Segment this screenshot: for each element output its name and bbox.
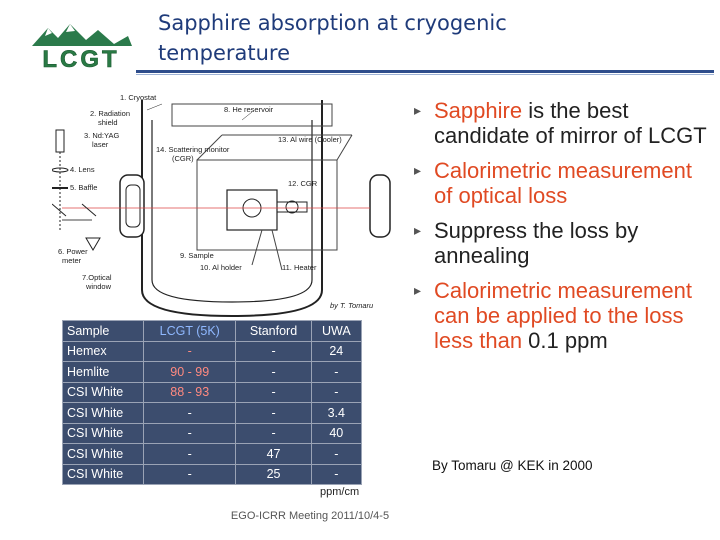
- cell-uwa: -: [310, 443, 363, 465]
- cell-lcgt: -: [142, 402, 237, 424]
- cell-sample: CSI White: [62, 381, 144, 403]
- bullet-item: ▸ Calorimetric measurement can be applie…: [412, 278, 708, 353]
- table-row: CSI White - - 3.4: [62, 402, 363, 424]
- cell-stanford: -: [235, 402, 312, 424]
- table-header-row: Sample LCGT (5K) Stanford UWA: [62, 320, 363, 342]
- label-laser-2: laser: [92, 140, 109, 149]
- lcgt-logo: LCGT: [30, 24, 132, 72]
- cell-stanford: -: [235, 361, 312, 383]
- credit-text: By Tomaru @ KEK in 2000: [432, 458, 593, 473]
- label-power-meter-2: meter: [62, 256, 82, 265]
- bullet-marker: ▸: [414, 222, 422, 238]
- cell-sample: Hemlite: [62, 361, 144, 383]
- cell-sample: Hemex: [62, 340, 144, 362]
- absorption-table-grid: Sample LCGT (5K) Stanford UWA Hemex - - …: [62, 320, 363, 485]
- label-laser: 3. Nd:YAG: [84, 131, 119, 140]
- col-header-lcgt: LCGT (5K): [142, 320, 237, 342]
- bullet-1-text: is the best candidate of mirror of LCGT: [434, 98, 707, 148]
- table-row: CSI White 88 - 93 - -: [62, 381, 363, 403]
- label-baffle: 5. Baffle: [70, 183, 97, 192]
- footer: EGO-ICRR Meeting 2011/10/4-5: [0, 510, 720, 522]
- cell-lcgt: -: [142, 463, 237, 485]
- table-row: CSI White - 47 -: [62, 443, 363, 465]
- cell-sample: CSI White: [62, 422, 144, 444]
- bullet-4-text: 0.1 ppm: [522, 328, 608, 353]
- table-row: CSI White - - 40: [62, 422, 363, 444]
- cell-lcgt: -: [142, 422, 237, 444]
- cryostat-diagram: 1. Cryostat 2. Radiation shield 3. Nd:YA…: [52, 93, 391, 318]
- cell-stanford: 47: [235, 443, 312, 465]
- label-lens: 4. Lens: [70, 165, 95, 174]
- label-cryostat: 1. Cryostat: [120, 93, 157, 102]
- bullet-marker: ▸: [414, 102, 422, 118]
- label-optical-window: 7.Optical: [82, 273, 112, 282]
- cell-sample: CSI White: [62, 402, 144, 424]
- cell-sample: CSI White: [62, 443, 144, 465]
- label-al-wire: 13. Al wire (Cooler): [278, 135, 342, 144]
- cell-uwa: -: [310, 381, 363, 403]
- cell-stanford: 25: [235, 463, 312, 485]
- bullet-2-text: Calorimetric measurement of optical loss: [434, 158, 692, 208]
- bullet-item: ▸ Sapphire is the best candidate of mirr…: [412, 98, 708, 148]
- label-scattering-monitor: 14. Scattering monitor: [156, 145, 230, 154]
- bullet-4-highlight: Calorimetric measurement can be applied …: [434, 278, 692, 353]
- bullet-item: ▸ Calorimetric measurement of optical lo…: [412, 158, 708, 208]
- label-radiation-shield: 2. Radiation: [90, 109, 130, 118]
- cell-stanford: -: [235, 422, 312, 444]
- cell-stanford: -: [235, 381, 312, 403]
- table-units: ppm/cm: [320, 486, 360, 498]
- bullet-marker: ▸: [414, 282, 422, 298]
- absorption-table: Sample LCGT (5K) Stanford UWA Hemex - - …: [62, 320, 363, 485]
- title-underline: [136, 70, 714, 73]
- label-he-reservoir: 8. He reservoir: [224, 105, 274, 114]
- cell-uwa: 24: [310, 340, 363, 362]
- cell-lcgt: 88 - 93: [142, 381, 237, 403]
- cell-lcgt: -: [142, 443, 237, 465]
- cell-uwa: 40: [310, 422, 363, 444]
- logo-text: LCGT: [42, 46, 119, 72]
- label-cgr: 12. CGR: [288, 179, 318, 188]
- cell-sample: CSI White: [62, 463, 144, 485]
- label-scattering-monitor-2: (CGR): [172, 154, 194, 163]
- cell-stanford: -: [235, 340, 312, 362]
- label-author: by T. Tomaru: [330, 301, 374, 310]
- label-sample: 9. Sample: [180, 251, 214, 260]
- bullet-1-highlight: Sapphire: [434, 98, 523, 123]
- col-header-stanford: Stanford: [235, 320, 312, 342]
- col-header-uwa: UWA: [310, 320, 363, 342]
- bullet-list: ▸ Sapphire is the best candidate of mirr…: [412, 98, 708, 363]
- label-optical-window-2: window: [85, 282, 112, 291]
- table-row: Hemlite 90 - 99 - -: [62, 361, 363, 383]
- label-heater: 11. Heater: [282, 263, 317, 272]
- bullet-3-text: Suppress the loss by annealing: [434, 218, 639, 268]
- cell-uwa: 3.4: [310, 402, 363, 424]
- table-row: Hemex - - 24: [62, 340, 363, 362]
- cell-lcgt: 90 - 99: [142, 361, 237, 383]
- label-al-holder: 10. Al holder: [200, 263, 242, 272]
- col-header-sample: Sample: [62, 320, 144, 342]
- cell-lcgt: -: [142, 340, 237, 362]
- cell-uwa: -: [310, 361, 363, 383]
- footer-text: EGO-ICRR Meeting 2011/10/4-5: [230, 510, 390, 522]
- table-row: CSI White - 25 -: [62, 463, 363, 485]
- label-radiation-shield-2: shield: [98, 118, 118, 127]
- bullet-item: ▸ Suppress the loss by annealing: [412, 218, 708, 268]
- bullet-marker: ▸: [414, 162, 422, 178]
- title-underline-thin: [136, 74, 714, 75]
- label-power-meter: 6. Power: [58, 247, 88, 256]
- cell-uwa: -: [310, 463, 363, 485]
- page-title: Sapphire absorption at cryogenic tempera…: [158, 11, 507, 65]
